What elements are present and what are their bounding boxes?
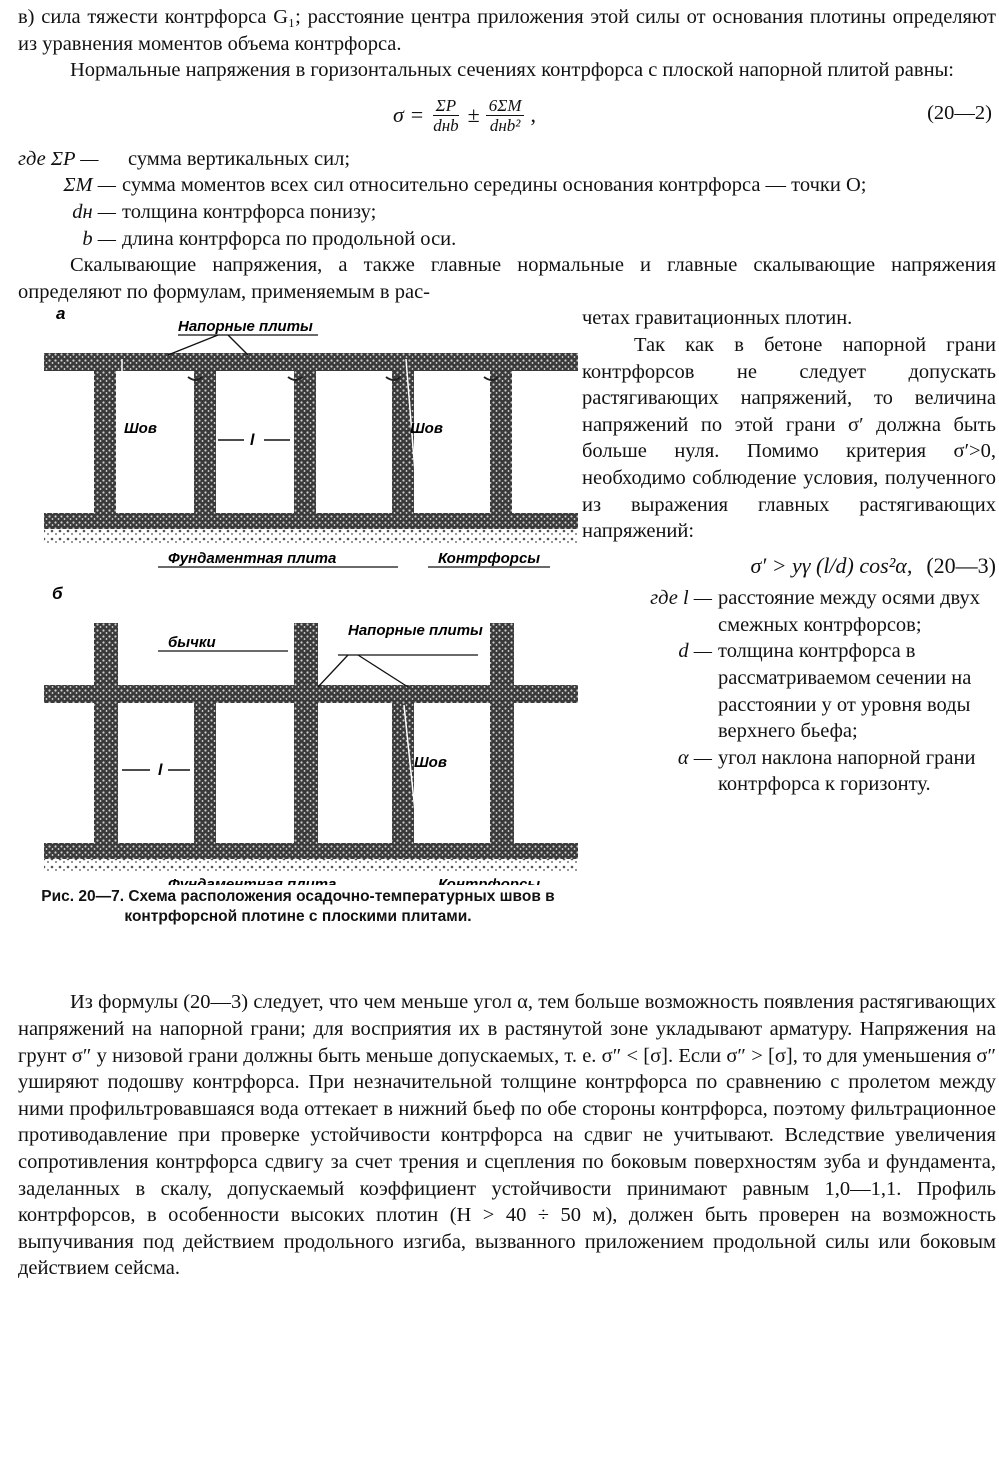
definitions-2: где l — расстояние между осями двух смеж… [582,585,996,798]
diagram-b: бычки Напорные плиты Шов l Фундаментная … [44,622,578,893]
definition-item: ΣM — сумма моментов всех сил относительн… [18,172,996,199]
formula-3-expression: σ′ > yγ (l/d) cos²α, [750,552,913,578]
definition-symbol: dн — [72,200,116,223]
paragraph-4: Так как в бетоне напорной грани контрфор… [582,333,996,543]
paragraph-5: Из формулы (20—3) следует, что чем меньш… [18,991,996,1280]
label-foundation-a: Фундаментная плита [168,550,336,567]
definition-symbol: где ΣP — [18,147,99,170]
definition-symbol: ΣM — [63,174,116,197]
definition-item: где l — расстояние между осями двух смеж… [582,585,996,638]
label-seam-b: Шов [414,754,447,771]
label-seam-left: Шов [124,420,157,437]
label-span-b: l [158,762,163,779]
definition-symbol: d — [678,640,712,663]
right-column: четах гравитационных плотин. Так как в б… [578,305,996,985]
definition-symbol: α — [677,746,712,769]
figure-caption: Рис. 20—7. Схема расположения осадочно-т… [41,888,555,926]
label-bychki: бычки [168,634,216,651]
label-seam-right: Шов [410,420,443,437]
ground-band [44,529,578,544]
definition-text: расстояние между осями двух смежных конт… [718,587,980,636]
equation-number-20-2: (20—2) [927,101,992,124]
definition-item: где ΣP — сумма вертикальных сил; [18,146,996,173]
fraction-2-denominator: dнb² [489,115,521,135]
definition-text: сумма моментов всех сил относительно сер… [122,174,867,197]
ground-band-b [44,859,578,874]
definition-item: b — длина контрфорса по продольной оси. [18,226,996,253]
paragraph-1: в) сила тяжести контрфорса G₁; расстояни… [18,6,996,55]
fraction-1: ΣP dнb [430,96,461,135]
fraction-2-numerator: 6ΣM [485,96,525,116]
label-buttresses-a: Контрфорсы [438,550,540,567]
definitions-1: где ΣP — сумма вертикальных сил; ΣM — су… [18,146,996,252]
equation-number-20-3: (20—3) [926,552,996,578]
formula-operator: ± [467,101,480,127]
formula-lhs: σ = [393,101,425,127]
label-pressure-plates-b: Напорные плиты [348,622,483,639]
definition-text: угол наклона напорной грани контрфорса к… [718,746,976,796]
label-buttresses-b: Контрфорсы [438,876,540,885]
fraction-2: 6ΣM dнb² [485,96,525,135]
foundation-band-b [44,843,578,860]
figure-label-a: а [56,305,65,323]
paragraph-2: Нормальные напряжения в горизонтальных с… [70,59,955,82]
definition-symbol: где l — [650,587,712,610]
fraction-1-numerator: ΣP [432,96,460,116]
page: в) сила тяжести контрфорса G₁; расстояни… [18,4,996,1282]
pressure-plate-band [44,353,578,372]
label-span-a: l [250,432,255,449]
figure-20-7: а На [18,304,578,985]
buttresses-a [94,365,512,516]
definition-text: длина контрфорса по продольной оси. [122,227,457,250]
definition-item: dн — толщина контрфорса понизу; [18,199,996,226]
definition-text: толщина контрфорса понизу; [122,200,377,223]
diagram-a: Напорные плиты Шов Шов l Фундаментная пл… [44,318,578,568]
label-foundation-b: Фундаментная плита [168,876,336,885]
piers-b [94,623,514,846]
fraction-1-denominator: dнb [433,115,459,135]
figure-drawing: а На [44,304,578,893]
seam-line-right [405,359,419,511]
definition-text: сумма вертикальных сил; [128,147,351,170]
definition-item: d — толщина контрфорса в рассматриваемом… [582,638,996,744]
foundation-band [44,513,578,530]
label-pressure-plates: Напорные плиты [178,318,313,335]
figure-and-right-column: а На [18,304,996,985]
figure-label-b: б [52,584,63,603]
definition-item: α — угол наклона напорной грани контрфор… [582,745,996,798]
definition-symbol: b — [82,227,116,250]
formula-20-2: σ = ΣP dнb ± 6ΣM dнb² , (20—2) [18,86,996,146]
definition-text: толщина контрфорса в рассматриваемом сеч… [718,640,972,743]
formula-20-3: σ′ > yγ (l/d) cos²α, (20—3) [582,553,996,580]
buttresses-b [194,697,414,846]
paragraph-3-end: четах гравитационных плотин. [582,307,853,330]
formula-tail: , [530,101,536,127]
paragraph-3-start: Скалывающие напряжения, а также главные … [18,254,996,303]
